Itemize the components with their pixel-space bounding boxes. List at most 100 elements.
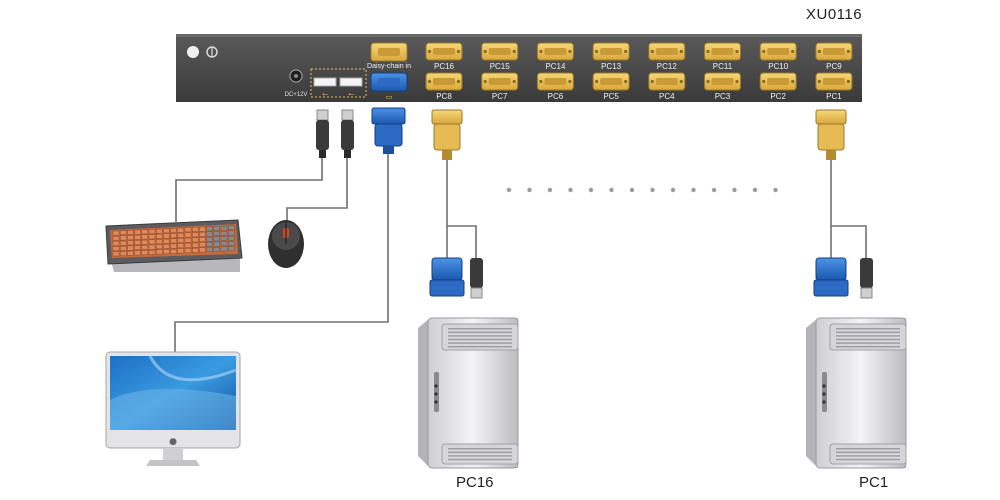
- port-label: PC5: [603, 92, 619, 101]
- kvm-panel-top-edge: [176, 34, 862, 37]
- console-vga-plug: [371, 107, 406, 154]
- key: [120, 240, 127, 246]
- vga-port-pc14: PC14: [536, 42, 574, 71]
- key: [213, 241, 220, 247]
- key: [213, 236, 220, 242]
- key: [141, 229, 148, 235]
- key: [163, 244, 170, 249]
- key: [184, 243, 192, 248]
- power-label: DC+12V: [285, 92, 308, 98]
- key: [213, 247, 220, 252]
- vga-port-pc5: PC5: [592, 72, 630, 101]
- key: [134, 235, 141, 240]
- key: [170, 243, 177, 249]
- monitor-cable: [174, 152, 389, 354]
- key: [163, 238, 170, 244]
- key: [177, 233, 184, 238]
- pc16-usb-plug: [470, 258, 483, 299]
- key: [213, 231, 220, 236]
- usb-icon: ⭠: [348, 90, 354, 98]
- dot: [547, 187, 553, 193]
- pc1-vga-plug-bottom: [813, 257, 849, 297]
- port-label: PC12: [657, 62, 678, 71]
- port-label: PC10: [768, 62, 789, 71]
- monitor: ●: [105, 351, 241, 466]
- pc1-usb-plug: [860, 258, 873, 299]
- pc16-vga-plug-top: [431, 109, 463, 160]
- power-jack-pin: [294, 74, 298, 78]
- key: [134, 250, 141, 256]
- key: [112, 241, 120, 246]
- key: [184, 227, 192, 233]
- pc1-label: PC1: [859, 474, 889, 491]
- port-label: PC2: [770, 92, 786, 101]
- key: [141, 245, 148, 250]
- key: [127, 250, 134, 256]
- key: [206, 236, 213, 242]
- key: [163, 233, 170, 239]
- vga-port-pc9: PC9: [815, 42, 853, 71]
- key: [192, 242, 199, 248]
- key: [199, 247, 206, 253]
- model-label: XU0116: [806, 6, 863, 23]
- dot: [752, 187, 758, 193]
- key: [148, 239, 156, 245]
- key: [192, 248, 199, 253]
- key: [220, 236, 228, 241]
- vga-port-pc6: PC6: [536, 72, 574, 101]
- key: [228, 246, 235, 251]
- pc1-vga-plug-top: [815, 109, 847, 160]
- port-label: PC14: [545, 62, 566, 71]
- kvm-panel: [176, 34, 862, 102]
- key: [184, 237, 192, 243]
- key: [141, 250, 148, 255]
- key: [220, 225, 228, 231]
- keyboard-cable: [175, 158, 323, 222]
- usb-port-right: [339, 77, 363, 87]
- vga-port-pc11: PC11: [704, 42, 741, 71]
- key: [170, 233, 177, 238]
- key: [134, 229, 141, 235]
- key: [228, 235, 235, 241]
- key: [192, 232, 199, 237]
- mouse: [268, 220, 304, 268]
- key: [156, 244, 163, 249]
- dot: [732, 187, 737, 193]
- key: [170, 249, 177, 254]
- vga-port-pc4: PC4: [648, 72, 686, 101]
- key: [177, 227, 184, 233]
- vga-port-pc3: PC3: [704, 72, 741, 101]
- key: [170, 228, 177, 233]
- usb-plug-mouse: [341, 109, 354, 158]
- pc16-vga-plug-bottom: [429, 257, 465, 297]
- key: [148, 244, 156, 250]
- dot: [691, 187, 696, 193]
- usb-icon: ⭠: [322, 90, 328, 98]
- key: [184, 248, 192, 253]
- key: [127, 245, 134, 251]
- port-label: PC9: [826, 62, 842, 71]
- dot: [773, 187, 778, 193]
- key: [127, 230, 134, 235]
- console-vga-port-inner: [378, 78, 400, 86]
- key: [156, 239, 163, 244]
- vga-port-pc7: PC7: [481, 72, 519, 101]
- key: [112, 236, 120, 241]
- pc16-cable-usb: [447, 225, 477, 258]
- key: [199, 237, 206, 242]
- pc1-cable-set: [813, 109, 873, 299]
- key: [112, 251, 120, 257]
- dot: [711, 187, 717, 193]
- key: [156, 249, 163, 255]
- key: [112, 246, 120, 251]
- key: [220, 241, 228, 246]
- key: [192, 237, 199, 243]
- key: [228, 230, 235, 236]
- keyboard: [105, 219, 243, 272]
- key: [120, 246, 127, 251]
- console-cables: [174, 152, 389, 354]
- vga-port-pc13: PC13: [592, 42, 630, 71]
- key: [177, 243, 184, 248]
- dot: [568, 187, 573, 193]
